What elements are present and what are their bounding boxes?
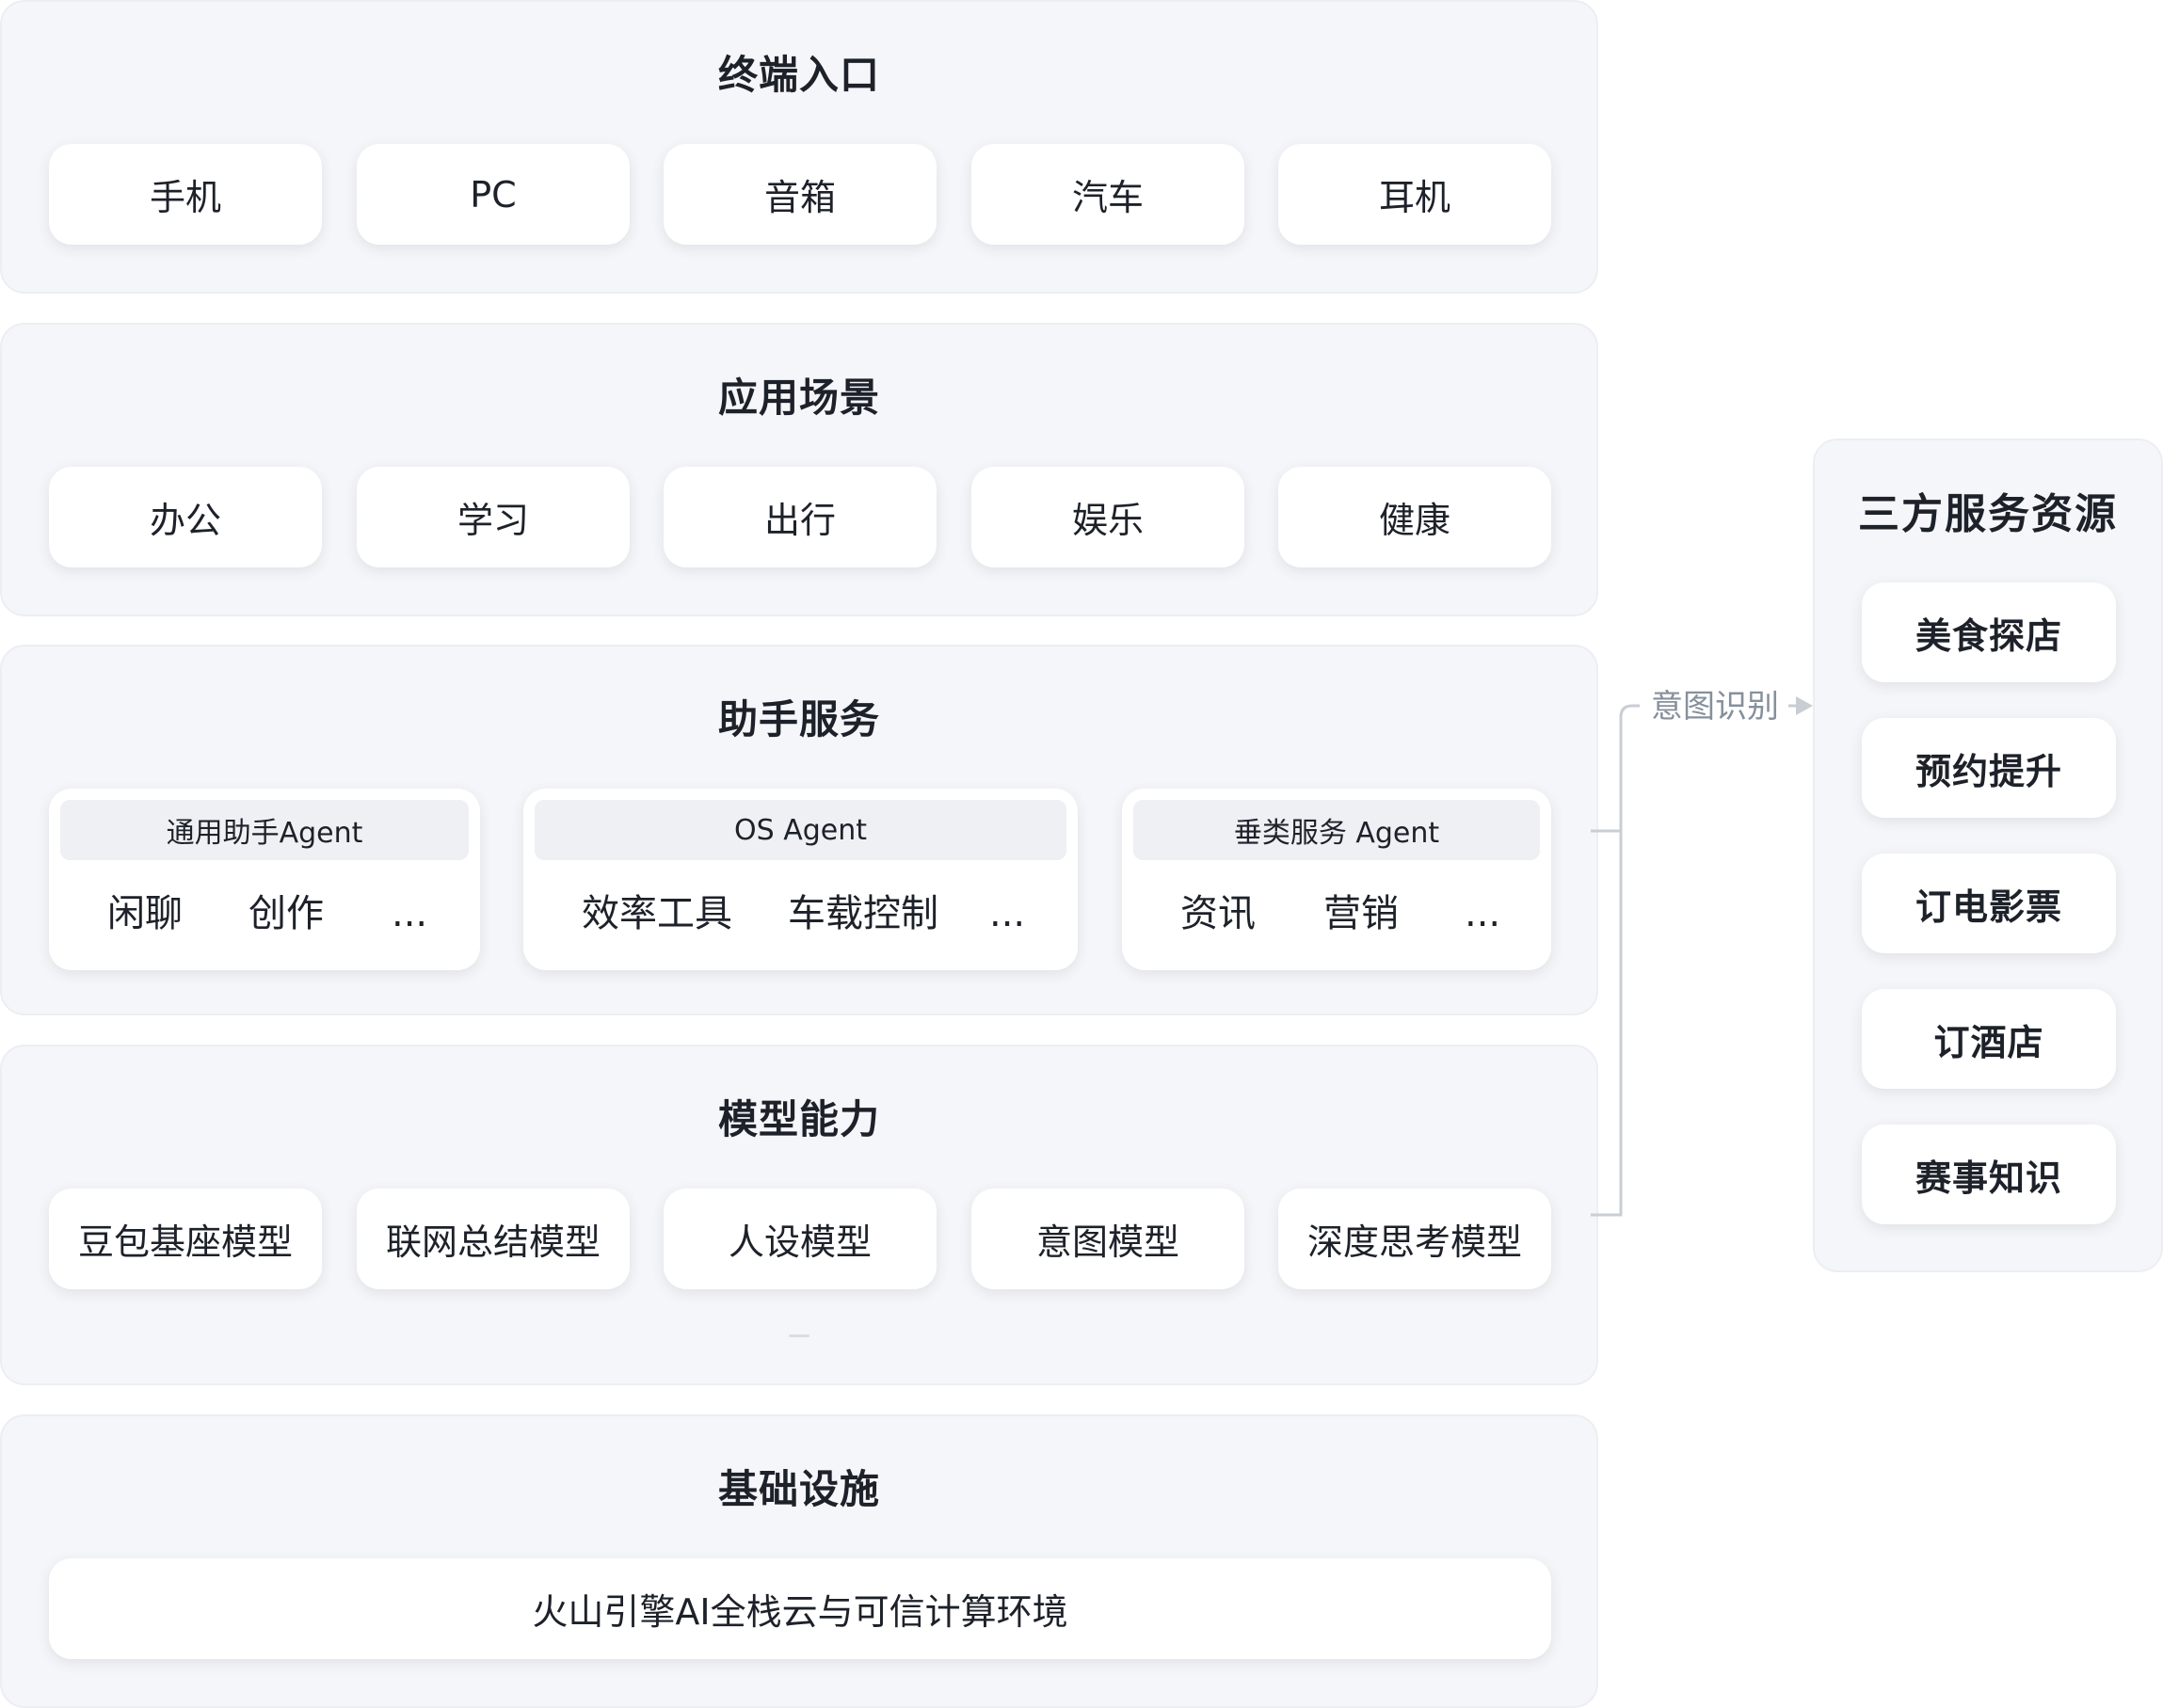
infrastructure-title: 基础设施 — [717, 1466, 880, 1512]
terminal-item-phone[interactable]: 手机 — [49, 144, 322, 245]
connector-bracket — [1591, 829, 1623, 1217]
terminal-item-speaker[interactable]: 音箱 — [664, 144, 937, 245]
model-item-intent[interactable]: 意图模型 — [971, 1189, 1244, 1289]
intent-connector — [1591, 696, 1813, 1217]
infrastructure-item[interactable]: 火山引擎AI全栈云与可信计算环境 — [49, 1558, 1551, 1659]
agent-item: 闲聊 — [107, 892, 183, 935]
ellipsis-item: ... — [392, 892, 428, 935]
model-item-web-summary[interactable]: 联网总结模型 — [357, 1189, 630, 1289]
ellipsis-item: ... — [989, 892, 1026, 935]
third-party-item-sports-knowledge[interactable]: 赛事知识 — [1862, 1125, 2116, 1224]
agent-item: 效率工具 — [582, 892, 732, 935]
third-party-item-food[interactable]: 美食探店 — [1862, 583, 2116, 682]
agent-header: OS Agent — [535, 800, 1066, 860]
scenario-item-study[interactable]: 学习 — [357, 467, 630, 567]
agent-header: 通用助手Agent — [60, 800, 469, 860]
scenario-item-travel[interactable]: 出行 — [664, 467, 937, 567]
scenario-title: 应用场景 — [717, 375, 880, 421]
ellipsis-item: ... — [1465, 892, 1501, 935]
terminal-item-pc[interactable]: PC — [357, 144, 630, 245]
infrastructure-panel: 基础设施 火山引擎AI全栈云与可信计算环境 — [0, 1414, 1598, 1708]
third-party-title: 三方服务资源 — [1858, 490, 2118, 538]
third-party-item-booking[interactable]: 预约提升 — [1862, 718, 2116, 818]
agent-item: 营销 — [1323, 892, 1399, 935]
third-party-item-hotel[interactable]: 订酒店 — [1862, 989, 2116, 1089]
terminal-panel: 终端入口 手机 PC 音箱 汽车 耳机 — [0, 0, 1598, 294]
divider-mark — [789, 1334, 809, 1337]
third-party-item-movie-ticket[interactable]: 订电影票 — [1862, 854, 2116, 953]
terminal-item-earphone[interactable]: 耳机 — [1278, 144, 1551, 245]
model-title: 模型能力 — [717, 1096, 880, 1142]
model-item-base[interactable]: 豆包基座模型 — [49, 1189, 322, 1289]
third-party-panel: 三方服务资源 美食探店 预约提升 订电影票 订酒店 赛事知识 — [1813, 439, 2163, 1272]
model-item-persona[interactable]: 人设模型 — [664, 1189, 937, 1289]
agent-header: 垂类服务 Agent — [1133, 800, 1540, 860]
agent-card-general[interactable]: 通用助手Agent 闲聊 创作 ... — [49, 789, 480, 970]
assistant-title: 助手服务 — [717, 696, 880, 742]
assistant-panel: 助手服务 通用助手Agent 闲聊 创作 ... OS Agent 效率工具 车… — [0, 645, 1598, 1015]
model-item-deep-thinking[interactable]: 深度思考模型 — [1278, 1189, 1551, 1289]
scenario-item-office[interactable]: 办公 — [49, 467, 322, 567]
scenario-item-health[interactable]: 健康 — [1278, 467, 1551, 567]
arrow-right-icon — [1796, 696, 1813, 715]
model-panel: 模型能力 豆包基座模型 联网总结模型 人设模型 意图模型 深度思考模型 — [0, 1045, 1598, 1385]
agent-card-os[interactable]: OS Agent 效率工具 车载控制 ... — [523, 789, 1078, 970]
terminal-item-car[interactable]: 汽车 — [971, 144, 1244, 245]
agent-card-vertical[interactable]: 垂类服务 Agent 资讯 营销 ... — [1122, 789, 1551, 970]
agent-item: 资讯 — [1180, 892, 1256, 935]
agent-item: 车载控制 — [788, 892, 938, 935]
scenario-panel: 应用场景 办公 学习 出行 娱乐 健康 — [0, 323, 1598, 616]
agent-item: 创作 — [248, 892, 324, 935]
connector-top — [1619, 704, 1640, 831]
intent-label: 意图识别 — [1645, 680, 1785, 726]
terminal-title: 终端入口 — [717, 52, 880, 98]
scenario-item-entertainment[interactable]: 娱乐 — [971, 467, 1244, 567]
